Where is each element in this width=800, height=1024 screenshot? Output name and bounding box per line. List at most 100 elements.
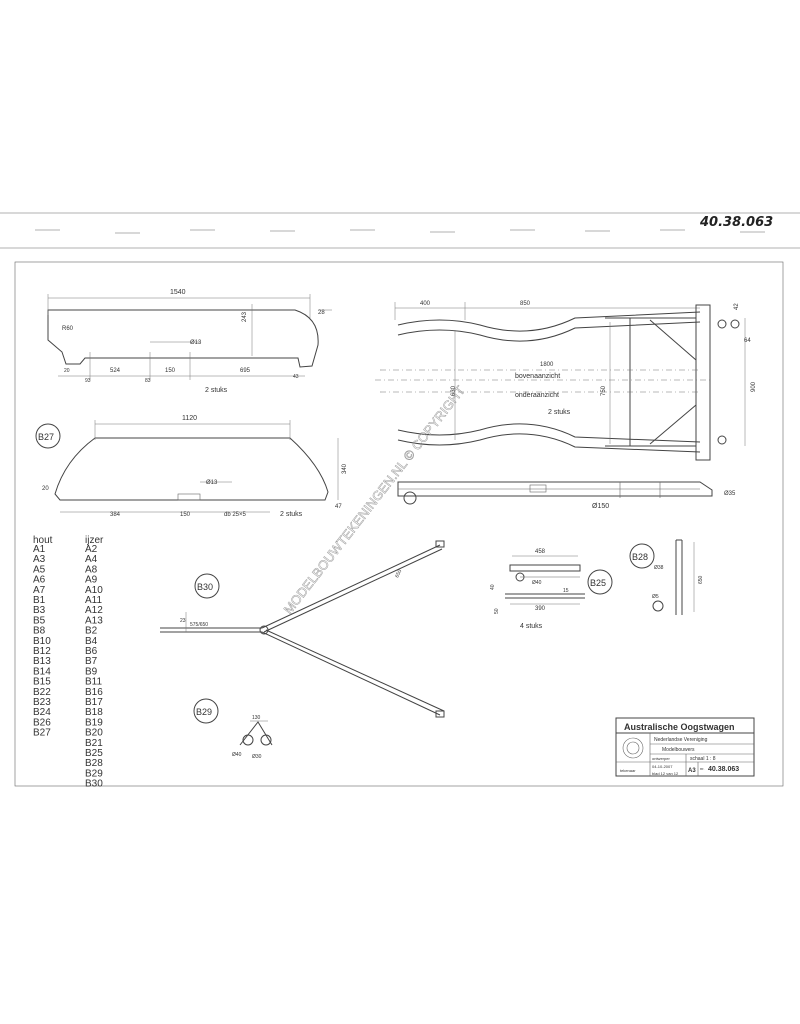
part-code-ijzer: B25 (85, 748, 103, 759)
b27-qty: 2 stuks (280, 511, 303, 518)
parts-hout-column: A1A3A5A6A7B1B3B5B8B10B12B13B14B15B22B23B… (33, 544, 51, 739)
title-block-row-small3: blad 12 van 12 (652, 771, 679, 776)
b27-dim-d2: 150 (180, 512, 191, 518)
title-block-scale: schaal 1 : 8 (690, 756, 716, 762)
frame-dim-1800: 1800 (540, 362, 554, 368)
label-b29: B29 (196, 707, 212, 717)
b30-dim-a: 575/650 (190, 622, 208, 628)
b30-dim-b: 650 (394, 569, 403, 579)
b25-dim-b: 40 (490, 584, 496, 590)
view-top-left: 1540 243 R60 Ø13 524 150 695 28 20 93 83… (47, 289, 332, 394)
dim-d4: 28 (318, 310, 325, 316)
b25-dim-c: Ø40 (532, 580, 542, 586)
part-code-ijzer: B7 (85, 656, 98, 667)
frame-top-view-label: bovenaanzicht (515, 373, 560, 380)
part-code-ijzer: B2 (85, 626, 98, 637)
part-code-ijzer: B30 (85, 779, 103, 790)
part-code-ijzer: A11 (85, 595, 102, 606)
part-code-hout: B24 (33, 707, 51, 718)
frame-bottom-view-label: onderaanzicht (515, 392, 559, 399)
b29-dim-c: Ø30 (252, 754, 262, 760)
part-code-hout: B3 (33, 605, 46, 616)
frame-dim-42: 42 (734, 303, 740, 310)
title-block-row-small1: ontwerper (652, 756, 670, 761)
dim-radius: R60 (62, 326, 74, 332)
dim-small1: 20 (64, 368, 70, 374)
title-block-date: 04-10-2007 (652, 764, 673, 769)
label-b25: B25 (590, 578, 606, 588)
part-code-hout: B12 (33, 646, 51, 657)
parts-list: hout ijzer A1A3A5A6A7B1B3B5B8B10B12B13B1… (33, 535, 104, 790)
frame-dim-150: Ø150 (592, 503, 609, 510)
label-b30: B30 (197, 582, 213, 592)
part-code-hout: A1 (33, 544, 46, 555)
part-code-ijzer: A9 (85, 575, 98, 586)
label-bubble-b30 (194, 573, 220, 599)
part-code-hout: B27 (33, 728, 51, 739)
parts-ijzer-header: ijzer (85, 535, 104, 546)
frame-dim-850: 850 (520, 301, 531, 307)
label-bubble-b27 (35, 423, 61, 449)
title-block-sheet-size: A3 (688, 768, 696, 774)
part-code-ijzer: B16 (85, 687, 103, 698)
b25-dim-a: 458 (535, 549, 546, 555)
dim-height: 243 (242, 311, 248, 322)
part-code-ijzer: B11 (85, 677, 102, 688)
label-bubble-b25 (587, 569, 613, 595)
dim-length: 1540 (170, 289, 186, 296)
view-b28: B28 Ø38 650 Ø5 (629, 539, 704, 615)
b25-dim-e: 50 (494, 608, 500, 614)
part-code-hout: A5 (33, 564, 46, 575)
part-code-ijzer: B9 (85, 666, 98, 677)
part-code-ijzer: B6 (85, 646, 98, 657)
part-code-ijzer: B18 (85, 707, 103, 718)
dim-d3: 695 (240, 368, 251, 374)
frame-dim-900: 900 (751, 381, 757, 392)
part-code-hout: B10 (33, 636, 51, 647)
b30-dim-c: 23 (180, 618, 186, 624)
part-code-hout: A3 (33, 554, 46, 565)
part-code-hout: B5 (33, 615, 46, 626)
b27-note: db 25×5 (224, 512, 247, 518)
part-code-ijzer: B29 (85, 768, 103, 779)
b27-dim-length: 1120 (182, 415, 197, 422)
dim-small3: 83 (145, 378, 151, 384)
b27-dim-right: 47 (335, 504, 342, 510)
part-code-hout: B15 (33, 677, 51, 688)
view-b25: 458 40 Ø40 390 50 15 B25 4 stuks (490, 549, 613, 630)
view-b29: B29 130 Ø40 Ø30 (193, 698, 273, 760)
drawing-number-handwritten: 40.38.063 (699, 215, 773, 230)
parts-hout-header: hout (33, 535, 53, 546)
sheet-top-strip (0, 212, 800, 249)
qty-top-left: 2 stuks (205, 387, 228, 394)
b25-dim-f: 15 (563, 588, 569, 594)
part-code-ijzer: B28 (85, 758, 103, 769)
title-block-org-line2: Modelbouwers (662, 747, 695, 753)
part-code-hout: B8 (33, 626, 46, 637)
part-code-hout: B14 (33, 666, 51, 677)
part-code-ijzer: A12 (85, 605, 103, 616)
frame-border (14, 261, 784, 787)
part-code-hout: B22 (33, 687, 51, 698)
label-bubble-b29 (193, 698, 219, 724)
b28-dim-c: Ø5 (652, 594, 659, 600)
part-code-hout: B23 (33, 697, 51, 708)
part-code-ijzer: A4 (85, 554, 98, 565)
part-code-ijzer: A10 (85, 585, 103, 596)
part-code-ijzer: B4 (85, 636, 98, 647)
b27-dim-left: 20 (42, 486, 49, 492)
b25-dim-d: 390 (535, 606, 546, 612)
part-code-hout: B13 (33, 656, 51, 667)
dim-hole: Ø13 (190, 340, 202, 346)
dim-small4: 43 (293, 374, 299, 380)
title-block-number: 40.38.063 (708, 766, 739, 773)
title-block-number-prefix: nr. (700, 766, 704, 771)
parts-ijzer-column: A2A4A8A9A10A11A12A13B2B4B6B7B9B11B16B17B… (85, 544, 103, 790)
title-block-title: Australische Oogstwagen (624, 722, 735, 732)
frame-dim-64: 64 (744, 338, 751, 344)
b27-dim-hole: Ø13 (206, 480, 218, 486)
b29-dim-b: Ø40 (232, 752, 242, 758)
part-code-hout: B1 (33, 595, 46, 606)
b28-dim-b: 650 (698, 575, 704, 584)
